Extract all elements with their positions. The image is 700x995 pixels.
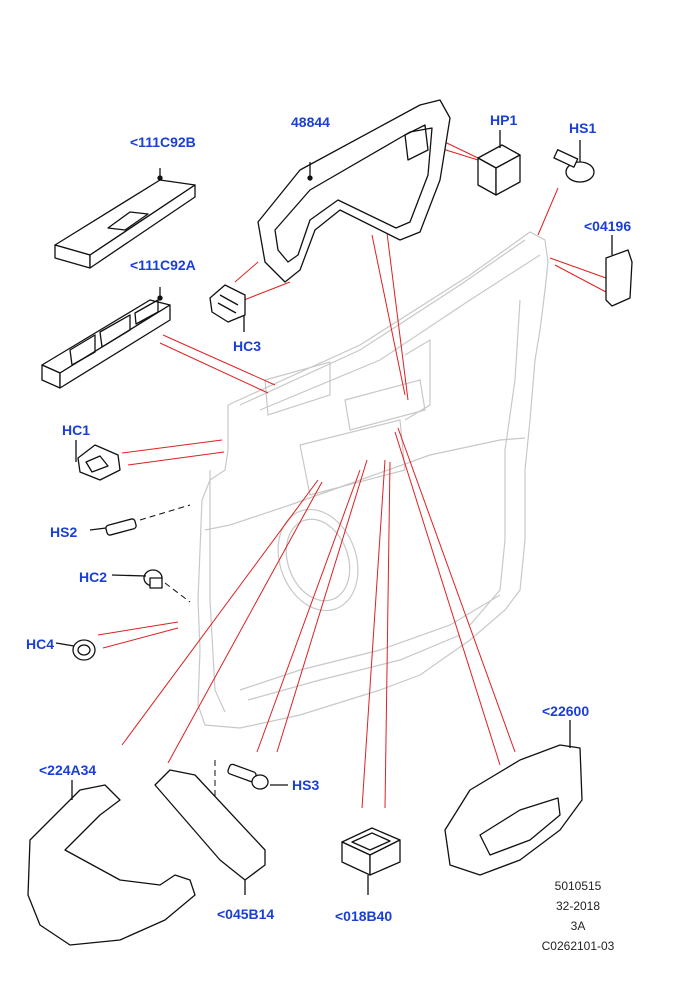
224a34-handle-part[interactable] bbox=[28, 780, 195, 945]
callout-hp1[interactable]: HP1 bbox=[490, 112, 518, 128]
hs2-screw-part[interactable] bbox=[89, 518, 137, 535]
hp1-part[interactable] bbox=[478, 130, 520, 195]
22600-release-handle-part[interactable] bbox=[445, 720, 582, 875]
callout-hc2[interactable]: HC2 bbox=[79, 569, 108, 585]
callout-111c92b[interactable]: <111C92B bbox=[130, 134, 196, 150]
018b40-switch-part[interactable] bbox=[342, 828, 400, 895]
callout-04196[interactable]: <04196 bbox=[584, 218, 632, 234]
info-reference-number: 5010515 bbox=[554, 879, 602, 893]
door-bezel-part[interactable] bbox=[258, 100, 450, 282]
info-variant: 3A bbox=[570, 919, 586, 933]
callout-018b40[interactable]: <018B40 bbox=[335, 908, 393, 924]
callout-22600[interactable]: <22600 bbox=[542, 703, 590, 719]
045b14-pull-handle-part[interactable] bbox=[155, 770, 265, 895]
callout-hc3[interactable]: HC3 bbox=[233, 338, 262, 354]
callout-48844[interactable]: 48844 bbox=[291, 114, 330, 130]
callout-224a34[interactable]: <224A34 bbox=[39, 762, 97, 778]
hs3-screw-part[interactable] bbox=[227, 764, 288, 789]
callout-hs1[interactable]: HS1 bbox=[569, 120, 597, 136]
hc4-clip-part[interactable] bbox=[55, 640, 95, 660]
callout-hc1[interactable]: HC1 bbox=[62, 422, 91, 438]
callout-hc4[interactable]: HC4 bbox=[26, 636, 55, 652]
info-section-code: 32-2018 bbox=[555, 899, 601, 913]
callout-hs3[interactable]: HS3 bbox=[292, 777, 320, 793]
switch-pack-cover-part[interactable] bbox=[55, 168, 195, 268]
callout-111c92a[interactable]: <111C92A bbox=[130, 257, 196, 273]
hc3-clip-part[interactable] bbox=[210, 285, 245, 332]
info-illustration-id: C0262101-03 bbox=[541, 939, 615, 953]
leader-lines bbox=[97, 132, 607, 809]
hc2-clip-part[interactable] bbox=[111, 570, 162, 588]
04196-part[interactable] bbox=[606, 235, 632, 306]
diagram-info-block: 5010515 32-2018 3A C0262101-03 bbox=[518, 876, 638, 956]
hc1-clip-part[interactable] bbox=[75, 440, 120, 480]
door-panel-ghost bbox=[197, 231, 549, 729]
callout-hs2[interactable]: HS2 bbox=[50, 524, 78, 540]
hs1-screw-part[interactable] bbox=[554, 140, 594, 182]
callout-045b14[interactable]: <045B14 bbox=[217, 906, 275, 922]
switch-pack-part[interactable] bbox=[42, 287, 170, 388]
fastener-guides bbox=[139, 504, 216, 800]
